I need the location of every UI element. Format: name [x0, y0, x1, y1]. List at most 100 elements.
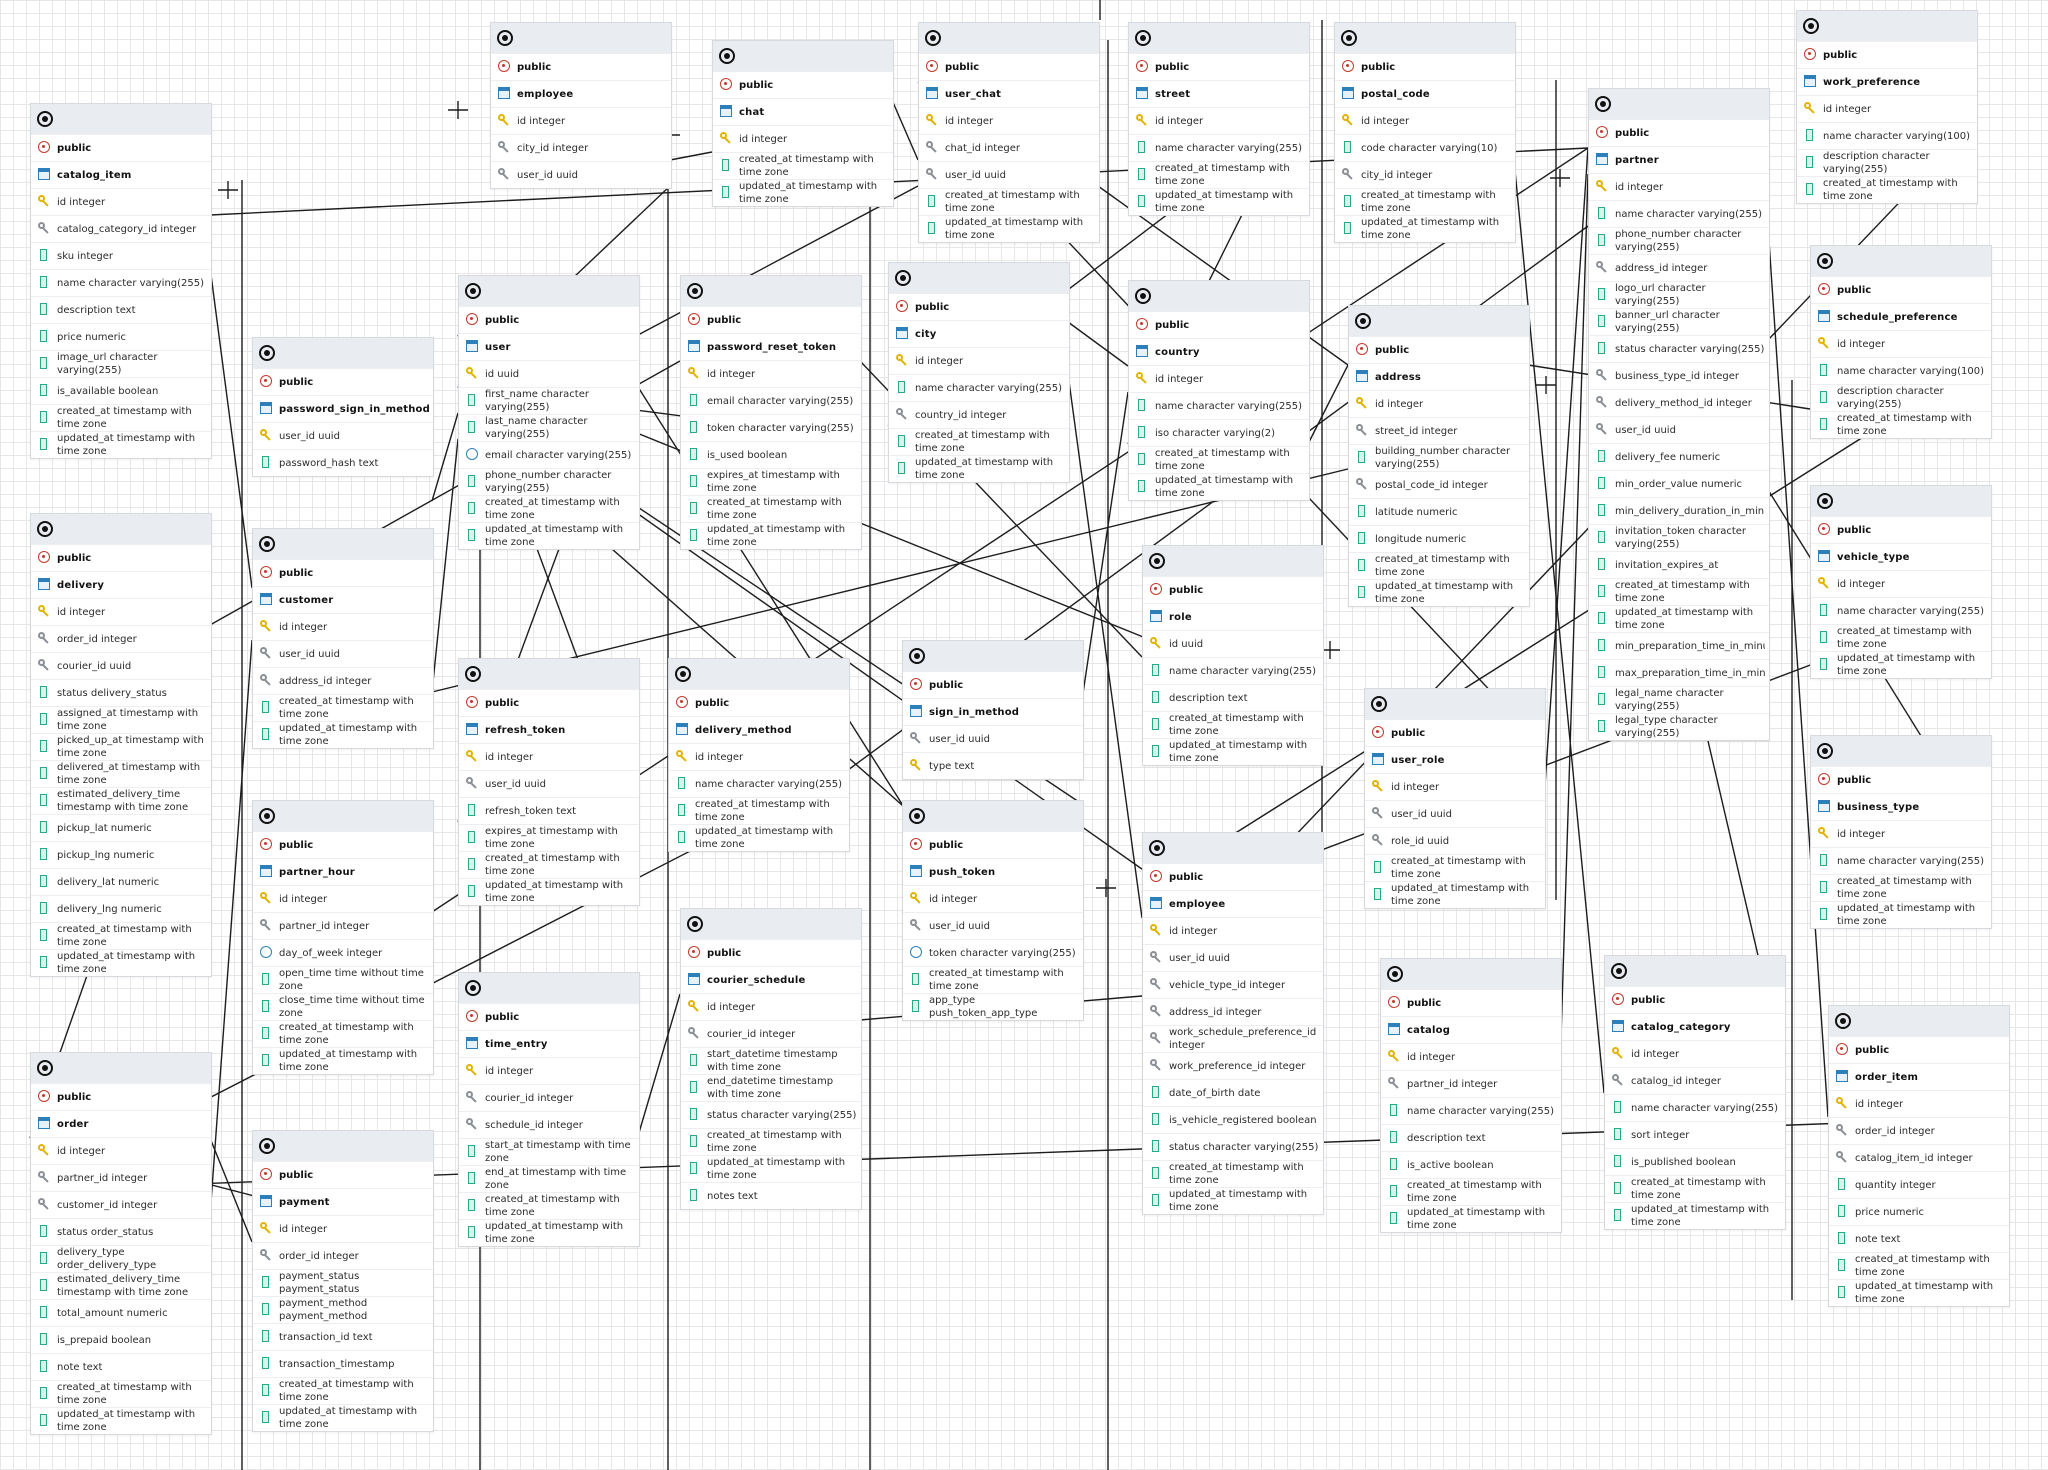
column-row[interactable]: created_at timestamp with time zone: [1811, 411, 1991, 438]
column-row[interactable]: created_at timestamp with time zone: [1143, 711, 1323, 738]
eye-icon[interactable]: [1149, 553, 1165, 569]
column-row[interactable]: id integer: [889, 347, 1069, 374]
column-row[interactable]: delivery_fee numeric: [1589, 443, 1769, 470]
column-row[interactable]: user_id uuid: [1589, 416, 1769, 443]
column-row[interactable]: phone_number character varying(255): [459, 468, 639, 495]
schema-row[interactable]: public: [889, 293, 1069, 320]
schema-row[interactable]: public: [1811, 276, 1991, 303]
column-row[interactable]: description text: [31, 296, 211, 323]
column-row[interactable]: updated_at timestamp with time zone: [31, 1407, 211, 1434]
column-row[interactable]: city_id integer: [1335, 161, 1515, 188]
column-row[interactable]: id integer: [1365, 773, 1545, 800]
column-row[interactable]: payment_method payment_method: [253, 1296, 433, 1323]
column-row[interactable]: description character varying(255): [1797, 149, 1977, 176]
column-row[interactable]: updated_at timestamp with time zone: [1143, 1187, 1323, 1214]
column-row[interactable]: transaction_timestamp: [253, 1350, 433, 1377]
eye-icon[interactable]: [1135, 30, 1151, 46]
column-row[interactable]: created_at timestamp with time zone: [253, 1020, 433, 1047]
column-row[interactable]: min_preparation_time_in_minutes: [1589, 632, 1769, 659]
table-header[interactable]: [459, 276, 639, 306]
table-name-row[interactable]: delivery_method: [669, 716, 849, 743]
column-row[interactable]: quantity integer: [1829, 1171, 2009, 1198]
column-row[interactable]: id integer: [1589, 173, 1769, 200]
column-row[interactable]: status order_status: [31, 1218, 211, 1245]
table-header[interactable]: [1381, 959, 1561, 989]
column-row[interactable]: created_at timestamp with time zone: [1829, 1252, 2009, 1279]
column-row[interactable]: id integer: [713, 125, 893, 152]
table-header[interactable]: [681, 276, 861, 306]
column-row[interactable]: work_schedule_preference_id integer: [1143, 1025, 1323, 1052]
schema-row[interactable]: public: [1811, 766, 1991, 793]
eye-icon[interactable]: [37, 1060, 53, 1076]
column-row[interactable]: latitude numeric: [1349, 498, 1529, 525]
table-header[interactable]: [31, 514, 211, 544]
table-name-row[interactable]: street: [1129, 80, 1309, 107]
column-row[interactable]: id integer: [1797, 95, 1977, 122]
schema-row[interactable]: public: [459, 306, 639, 333]
column-row[interactable]: user_id uuid: [491, 161, 671, 188]
column-row[interactable]: created_at timestamp with time zone: [919, 188, 1099, 215]
column-row[interactable]: price numeric: [31, 323, 211, 350]
column-row[interactable]: note text: [1829, 1225, 2009, 1252]
column-row[interactable]: start_at timestamp with time zone: [459, 1138, 639, 1165]
column-row[interactable]: end_at timestamp with time zone: [459, 1165, 639, 1192]
column-row[interactable]: partner_id integer: [253, 912, 433, 939]
column-row[interactable]: description text: [1143, 684, 1323, 711]
eye-icon[interactable]: [909, 808, 925, 824]
column-row[interactable]: business_type_id integer: [1589, 362, 1769, 389]
column-row[interactable]: id integer: [1811, 570, 1991, 597]
table-name-row[interactable]: customer: [253, 586, 433, 613]
column-row[interactable]: invitation_token character varying(255): [1589, 524, 1769, 551]
eye-icon[interactable]: [687, 283, 703, 299]
schema-row[interactable]: public: [1381, 989, 1561, 1016]
column-row[interactable]: schedule_id integer: [459, 1111, 639, 1138]
column-row[interactable]: name character varying(255): [1129, 392, 1309, 419]
table-header[interactable]: [1335, 23, 1515, 53]
column-row[interactable]: id integer: [1129, 107, 1309, 134]
column-row[interactable]: updated_at timestamp with time zone: [1589, 605, 1769, 632]
schema-row[interactable]: public: [669, 689, 849, 716]
column-row[interactable]: updated_at timestamp with time zone: [681, 522, 861, 549]
column-row[interactable]: updated_at timestamp with time zone: [1335, 215, 1515, 242]
column-row[interactable]: updated_at timestamp with time zone: [1365, 881, 1545, 908]
eye-icon[interactable]: [465, 283, 481, 299]
column-row[interactable]: building_number character varying(255): [1349, 444, 1529, 471]
table-name-row[interactable]: catalog_item: [31, 161, 211, 188]
column-row[interactable]: updated_at timestamp with time zone: [1381, 1205, 1561, 1232]
table-name-row[interactable]: city: [889, 320, 1069, 347]
column-row[interactable]: notes text: [681, 1182, 861, 1209]
eye-icon[interactable]: [909, 648, 925, 664]
column-row[interactable]: id integer: [1605, 1040, 1785, 1067]
table-header[interactable]: [253, 338, 433, 368]
column-row[interactable]: expires_at timestamp with time zone: [681, 468, 861, 495]
schema-row[interactable]: public: [459, 1003, 639, 1030]
column-row[interactable]: catalog_category_id integer: [31, 215, 211, 242]
column-row[interactable]: created_at timestamp with time zone: [903, 966, 1083, 993]
column-row[interactable]: id integer: [1381, 1043, 1561, 1070]
column-row[interactable]: name character varying(255): [31, 269, 211, 296]
column-row[interactable]: id integer: [1811, 820, 1991, 847]
table-name-row[interactable]: catalog_category: [1605, 1013, 1785, 1040]
column-row[interactable]: created_at timestamp with time zone: [1365, 854, 1545, 881]
column-row[interactable]: invitation_expires_at: [1589, 551, 1769, 578]
column-row[interactable]: user_id uuid: [459, 770, 639, 797]
schema-row[interactable]: public: [903, 671, 1083, 698]
column-row[interactable]: price numeric: [1829, 1198, 2009, 1225]
eye-icon[interactable]: [1817, 253, 1833, 269]
column-row[interactable]: id integer: [1349, 390, 1529, 417]
column-row[interactable]: id uuid: [1143, 630, 1323, 657]
table-name-row[interactable]: delivery: [31, 571, 211, 598]
schema-row[interactable]: public: [253, 368, 433, 395]
column-row[interactable]: id integer: [459, 1057, 639, 1084]
column-row[interactable]: id integer: [1129, 365, 1309, 392]
